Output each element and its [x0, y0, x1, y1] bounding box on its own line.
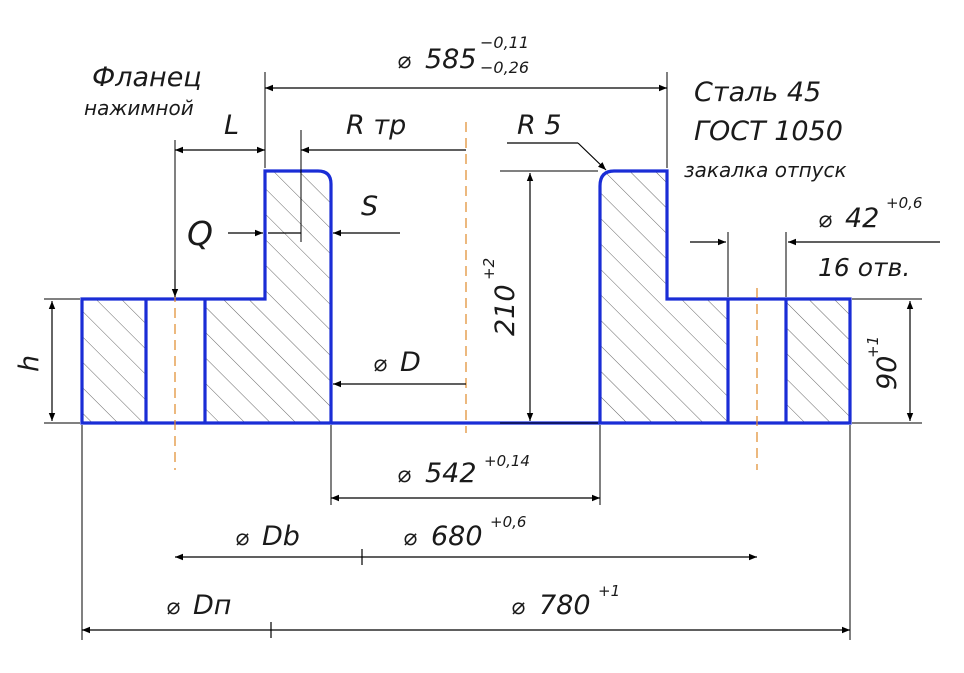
dimension-dDn: ⌀ Dп [166, 590, 231, 621]
dimension-d680: ⌀ 680 +0,6 [403, 513, 526, 552]
d680-value: 680 [431, 521, 483, 552]
d542-value: 542 [425, 458, 477, 489]
section-hatching [82, 171, 850, 423]
d680-symbol: ⌀ [403, 525, 417, 551]
d542-symbol: ⌀ [397, 462, 411, 488]
d585-symbol: ⌀ [397, 48, 411, 74]
material-line-2: ГОСТ 1050 [694, 116, 843, 147]
dimension-lines [48, 84, 940, 638]
d680-tol: +0,6 [490, 513, 526, 531]
h210-tol: +2 [480, 258, 498, 280]
dD-value: D [400, 347, 421, 378]
label-h: h [14, 355, 45, 372]
annotations: Фланец нажимной Сталь 45 ГОСТ 1050 закал… [14, 33, 922, 621]
material-line-1: Сталь 45 [694, 77, 821, 108]
d585-tol-upper: −0,11 [480, 33, 529, 52]
d42-symbol: ⌀ [818, 207, 832, 233]
h90-value: 90 [872, 356, 903, 390]
dimension-h90: 90 +1 [864, 336, 903, 390]
dDb-symbol: ⌀ [235, 525, 249, 551]
dD-symbol: ⌀ [373, 351, 387, 377]
d780-tol: +1 [598, 582, 620, 600]
label-rtp: R тр [346, 110, 406, 141]
title-line-1: Фланец [92, 62, 202, 93]
d585-tol-lower: −0,26 [480, 58, 529, 77]
d42-value: 42 [845, 203, 879, 234]
h210-value: 210 [490, 284, 521, 336]
label-holes: 16 отв. [818, 253, 910, 282]
dimension-h210: 210 +2 [480, 258, 521, 336]
dDb-value: Db [262, 521, 300, 552]
dimension-dDb: ⌀ Db [235, 521, 300, 552]
h90-tol: +1 [864, 336, 882, 358]
d780-symbol: ⌀ [511, 594, 525, 620]
d42-tol: +0,6 [886, 194, 922, 212]
d780-value: 780 [539, 590, 591, 621]
dimension-d42: ⌀ 42 +0,6 [818, 194, 922, 234]
part-outline [80, 169, 852, 425]
material-line-3: закалка отпуск [684, 158, 847, 182]
dimension-d780: ⌀ 780 +1 [511, 582, 620, 621]
dDn-value: Dп [193, 590, 231, 621]
dimension-d542: ⌀ 542 +0,14 [397, 452, 530, 489]
dimension-dD: ⌀ D [373, 347, 421, 378]
d585-value: 585 [425, 44, 477, 75]
dimension-d585: ⌀ 585 −0,11 −0,26 [397, 33, 529, 77]
label-r5: R 5 [517, 110, 562, 141]
center-lines [174, 122, 758, 470]
dDn-symbol: ⌀ [166, 594, 180, 620]
label-S: S [361, 191, 378, 222]
title-line-2: нажимной [84, 96, 194, 120]
label-Q: Q [187, 214, 213, 253]
label-L: L [224, 110, 239, 141]
d542-tol: +0,14 [484, 452, 530, 470]
